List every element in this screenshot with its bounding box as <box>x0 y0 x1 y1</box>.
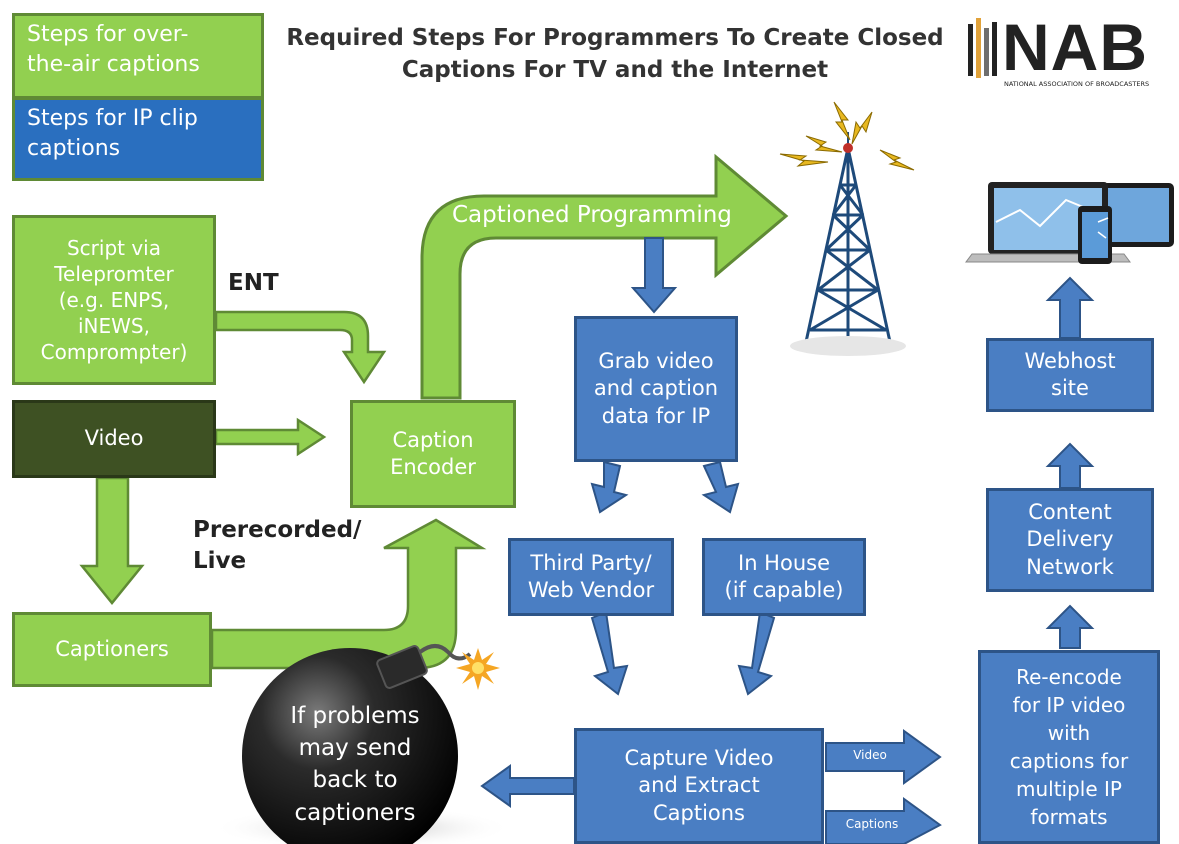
video-arrow-label: Video <box>853 748 887 762</box>
third-party-node: Third Party/ Web Vendor <box>508 538 674 616</box>
nab-logo-icon: NAB NATIONAL ASSOCIATION OF BROADCASTERS <box>966 14 1178 94</box>
legend-ip: Steps for IP clip captions <box>12 97 264 181</box>
spark-icon <box>456 648 500 690</box>
nab-logo-subtitle: NATIONAL ASSOCIATION OF BROADCASTERS <box>1004 80 1150 88</box>
capture-to-bomb-arrow <box>480 764 575 808</box>
in-house-node: In House (if capable) <box>702 538 866 616</box>
nab-logo-text: NAB <box>1002 10 1148 84</box>
video-to-captioners-arrow <box>79 476 145 605</box>
caption-encoder-node: Caption Encoder <box>350 400 516 508</box>
inhouse-to-capture-arrow <box>737 610 776 696</box>
grab-to-inhouse-arrow <box>701 460 740 514</box>
video-out-arrow <box>825 729 942 785</box>
bomb-text: If problems may send back to captioners <box>290 703 420 826</box>
video-to-encoder-arrow <box>214 417 327 457</box>
grab-to-thirdparty-arrow <box>590 460 629 514</box>
reencode-to-cdn-arrow <box>1045 604 1095 649</box>
script-node: Script via Telepromter (e.g. ENPS, iNEWS… <box>12 215 216 385</box>
diagram-title: Required Steps For Programmers To Create… <box>286 25 944 84</box>
bomb-icon <box>242 644 500 844</box>
reencode-node: Re-encode for IP video with captions for… <box>978 650 1160 844</box>
cdn-node: Content Delivery Network <box>986 488 1154 592</box>
devices-icon <box>965 182 1174 264</box>
webhost-to-devices-arrow <box>1045 276 1095 339</box>
programming-to-grab-arrow <box>630 237 678 314</box>
captioned-programming-arrow <box>420 153 789 400</box>
captioned-programming-label: Captioned Programming <box>452 202 732 228</box>
legend-ota: Steps for over- the-air captions <box>12 13 264 99</box>
captions-arrow-label: Captions <box>845 817 899 831</box>
grab-video-node: Grab video and caption data for IP <box>574 316 738 462</box>
signal-bolts <box>779 101 915 171</box>
program-arrow-label: Program <box>85 508 96 551</box>
captioners-to-encoder-arrow <box>210 518 487 670</box>
cdn-to-webhost-arrow <box>1045 442 1095 489</box>
thirdparty-to-capture-arrow <box>590 610 629 696</box>
capture-video-node: Capture Video and Extract Captions <box>574 728 824 844</box>
captions-out-arrow <box>825 797 942 844</box>
video-node: Video <box>12 400 216 478</box>
prerecorded-live-label: Prerecorded/ Live <box>193 517 362 575</box>
webhost-node: Webhost site <box>986 338 1154 412</box>
broadcast-tower-icon <box>804 132 892 343</box>
captioners-node: Captioners <box>12 612 212 687</box>
ent-label: ENT <box>228 270 279 296</box>
script-to-encoder-arrow <box>214 310 387 385</box>
